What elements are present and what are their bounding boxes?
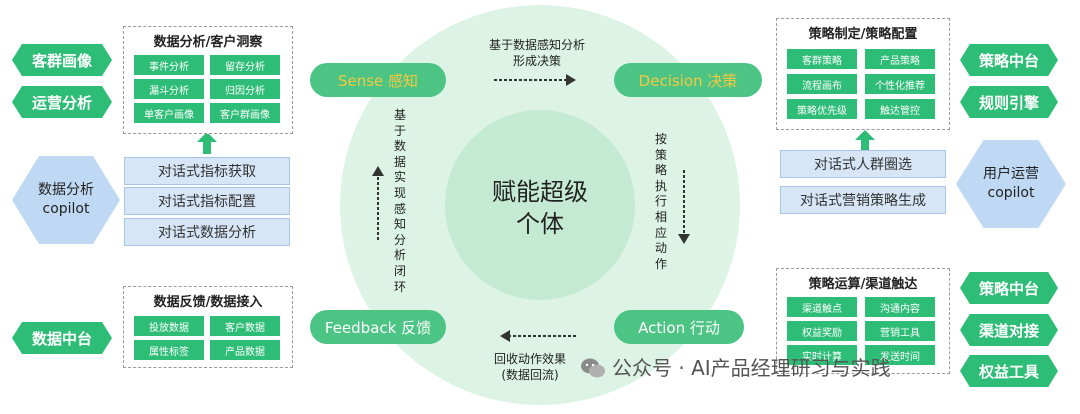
cell-attribute-tags[interactable]: 属性标签 [134, 340, 204, 360]
cell-process-canvas[interactable]: 流程画布 [787, 74, 857, 94]
transition-bottom-line-1: 回收动作效果 [493, 352, 566, 366]
panel-data-feedback: 数据反馈/数据接入 投放数据 客户数据 属性标签 产品数据 [123, 286, 293, 368]
arrow-left-copilot-up [197, 132, 217, 154]
cell-product-strategy[interactable]: 产品策略 [865, 49, 935, 69]
left-copilot-line-1: 数据分析 [38, 182, 94, 199]
footer-watermark: 公众号 · AI产品经理研习与实践 [612, 356, 891, 380]
stage-feedback[interactable]: Feedback 反馈 [310, 310, 446, 344]
tag-equity-tools[interactable]: 权益工具 [960, 355, 1058, 387]
panel-data-analysis: 数据分析/客户洞察 事件分析 留存分析 漏斗分析 归因分析 单客户画像 客户群画… [123, 26, 293, 134]
left-copilot-item-3[interactable]: 对话式数据分析 [124, 218, 290, 246]
cell-ad-data[interactable]: 投放数据 [134, 316, 204, 336]
right-copilot-line-1: 用户运营 [983, 166, 1039, 183]
cell-retention-analysis[interactable]: 留存分析 [210, 55, 280, 75]
left-copilot-item-2[interactable]: 对话式指标配置 [124, 187, 290, 215]
stage-decision[interactable]: Decision 决策 [614, 63, 762, 97]
cell-channel-touchpoint[interactable]: 渠道触点 [787, 297, 857, 317]
right-copilot-item-2[interactable]: 对话式营销策略生成 [780, 186, 946, 214]
cell-strategy-priority[interactable]: 策略优先级 [787, 99, 857, 119]
left-copilot-line-2: copilot [42, 201, 90, 217]
cell-single-customer-profile[interactable]: 单客户画像 [134, 103, 204, 123]
tag-channel-connect[interactable]: 渠道对接 [960, 314, 1058, 346]
cell-equity-reward[interactable]: 权益奖励 [787, 321, 857, 341]
panel-data-analysis-title: 数据分析/客户洞察 [153, 35, 263, 50]
cell-realtime-compute[interactable]: 实时计算 [787, 345, 857, 365]
arrow-right-copilot-up [855, 130, 875, 150]
arrow-decision-to-action [678, 170, 690, 244]
cell-marketing-tools[interactable]: 营销工具 [865, 321, 935, 341]
left-copilot-hex[interactable]: 数据分析 copilot [12, 156, 120, 244]
cell-customer-group-profile[interactable]: 客户群画像 [210, 103, 280, 123]
cell-attribution-analysis[interactable]: 归因分析 [210, 79, 280, 99]
transition-decision-action: 按策略执行相应动作 [654, 132, 667, 271]
tag-strategy-platform-top[interactable]: 策略中台 [960, 44, 1058, 76]
center-line-2: 个体 [516, 210, 564, 239]
arrow-action-to-feedback [500, 330, 576, 342]
panel-execution: 策略运算/渠道触达 渠道触点 沟通内容 权益奖励 营销工具 实时计算 发送时间 [776, 268, 950, 374]
inner-center-circle [445, 110, 635, 300]
tag-strategy-platform-bottom[interactable]: 策略中台 [960, 272, 1058, 304]
panel-strategy: 策略制定/策略配置 客群策略 产品策略 流程画布 个性化推荐 策略优先级 触达管… [776, 18, 950, 130]
right-copilot-item-1[interactable]: 对话式人群圈选 [780, 150, 946, 178]
center-line-1: 赋能超级 [492, 178, 588, 206]
cell-comm-content[interactable]: 沟通内容 [865, 297, 935, 317]
transition-sense-decision: 基于数据感知分析 形成决策 [462, 38, 612, 69]
arrow-sense-to-decision [494, 74, 576, 86]
cell-personal-recommend[interactable]: 个性化推荐 [865, 74, 935, 94]
tag-rule-engine[interactable]: 规则引擎 [960, 86, 1058, 118]
tag-data-platform[interactable]: 数据中台 [12, 322, 112, 354]
stage-action[interactable]: Action 行动 [614, 310, 744, 344]
tag-customer-profile[interactable]: 客群画像 [12, 44, 112, 76]
tag-ops-analysis[interactable]: 运营分析 [12, 86, 112, 118]
cell-group-strategy[interactable]: 客群策略 [787, 49, 857, 69]
stage-sense[interactable]: Sense 感知 [310, 63, 446, 97]
transition-top-line-2: 形成决策 [512, 53, 561, 68]
cell-funnel-analysis[interactable]: 漏斗分析 [134, 79, 204, 99]
center-goal-text: 赋能超级 个体 [478, 176, 602, 241]
cell-reach-control[interactable]: 触达管控 [865, 99, 935, 119]
cell-product-data[interactable]: 产品数据 [210, 340, 280, 360]
wechat-icon [581, 358, 605, 378]
panel-strategy-title: 策略制定/策略配置 [808, 27, 918, 42]
transition-top-line-1: 基于数据感知分析 [488, 38, 585, 52]
cell-customer-data[interactable]: 客户数据 [210, 316, 280, 336]
transition-bottom-line-2: (数据回流) [501, 367, 559, 382]
transition-action-feedback: 回收动作效果 (数据回流) [470, 352, 590, 383]
cell-event-analysis[interactable]: 事件分析 [134, 55, 204, 75]
left-copilot-item-1[interactable]: 对话式指标获取 [124, 157, 290, 185]
transition-feedback-sense: 基于数据实现感知分析闭环 [393, 108, 406, 294]
right-copilot-line-2: copilot [987, 185, 1035, 201]
panel-execution-title: 策略运算/渠道触达 [808, 277, 918, 292]
arrow-feedback-to-sense [372, 166, 384, 240]
panel-data-feedback-title: 数据反馈/数据接入 [153, 295, 263, 310]
cell-send-time[interactable]: 发送时间 [865, 345, 935, 365]
